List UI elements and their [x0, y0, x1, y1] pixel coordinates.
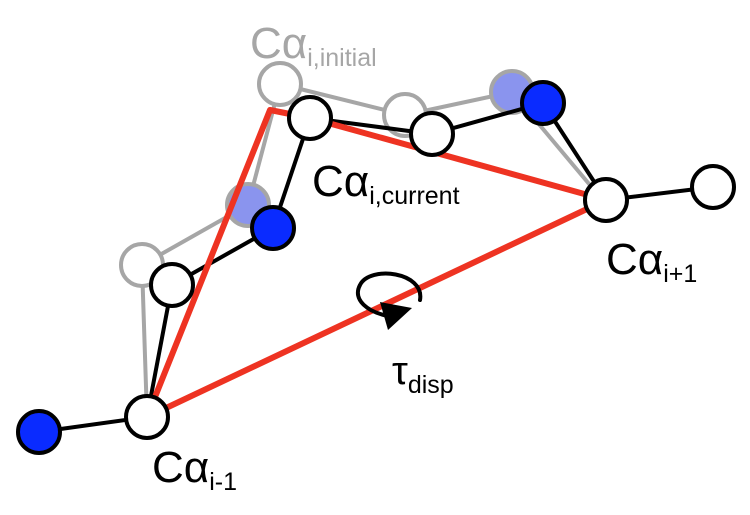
label-ca-i-minus-1: Cαi-1 [152, 443, 237, 496]
label-ca-i-minus-1-sub: i-1 [209, 468, 237, 496]
label-ca-i-current: Cαi,current [312, 157, 460, 210]
initial-atom-ca-i [257, 61, 303, 107]
label-tau-disp-sub: disp [408, 371, 454, 399]
label-ca-i-plus-1-base: Cα [606, 235, 663, 284]
atom-ca-i-minus-1 [124, 394, 170, 440]
label-ca-i-initial: Cαi,initial [250, 19, 377, 72]
label-ca-i-initial-sub: i,initial [307, 44, 376, 72]
rotation-arrow-head [380, 302, 412, 330]
blue-atom-left [250, 205, 296, 251]
rotation-axis-triangle [144, 107, 609, 420]
rotation-arrow-arc [356, 271, 423, 318]
label-tau-disp-base: τ [392, 349, 408, 393]
label-ca-i-plus-1: Cαi+1 [606, 235, 697, 288]
current-atoms [16, 80, 736, 455]
atom-ca-i-plus-1 [583, 177, 629, 223]
label-ca-i-minus-1-base: Cα [152, 443, 209, 492]
atom-c-term [690, 164, 736, 210]
label-tau-disp: τdisp [392, 349, 454, 399]
atom-right [409, 111, 455, 157]
rotation-arrow [356, 271, 423, 330]
label-ca-i-initial-base: Cα [250, 19, 307, 68]
atom-left [149, 262, 195, 308]
label-ca-i-current-base: Cα [312, 157, 369, 206]
atom-ca-i-current [287, 95, 333, 141]
rotation-axis-line [144, 107, 609, 420]
label-ca-i-current-sub: i,current [369, 182, 459, 210]
blue-atom-right [520, 80, 566, 126]
label-ca-i-plus-1-sub: i+1 [663, 260, 697, 288]
blue-atom-n-term [16, 409, 62, 455]
